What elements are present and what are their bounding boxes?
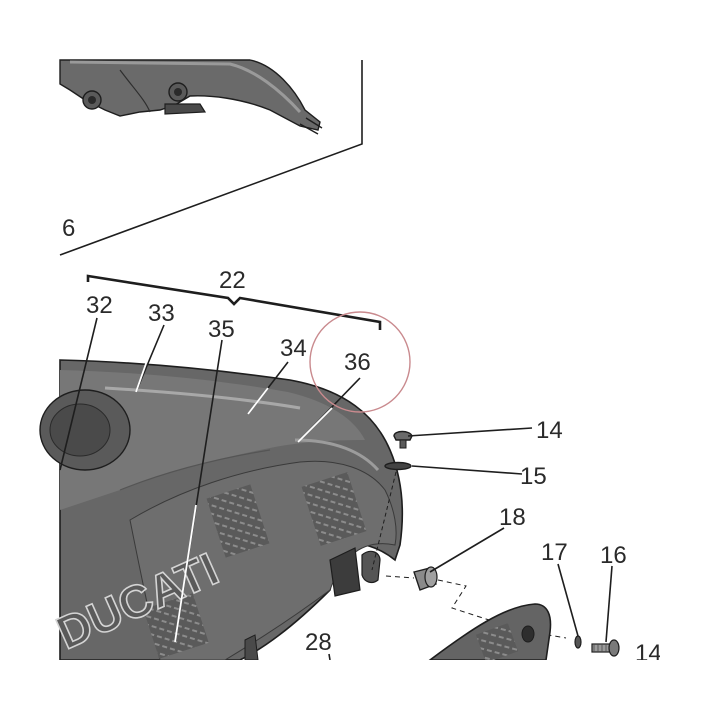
callout-14-top: 14 [536,417,563,444]
callout-28: 28 [305,629,332,656]
washer-17 [574,635,582,649]
callout-32: 32 [86,292,113,319]
callout-16: 16 [600,542,627,569]
bolt-16 [591,639,620,657]
tank-cover-body [39,359,404,660]
callout-22: 22 [219,267,246,294]
callout-36: 36 [344,349,371,376]
inset-bracket-part [59,59,323,135]
callout-35: 35 [208,316,235,343]
inset-border [59,60,363,256]
assembly-axis-horizontal [385,575,567,639]
inset-part-label: 6 [62,215,75,242]
callout-17: 17 [541,539,568,566]
screw-14-top [393,430,413,449]
callout-18: 18 [499,504,526,531]
callout-14-bottom: 14 [635,640,662,667]
washer-15 [384,461,412,471]
group-bracket-22 [86,274,382,330]
highlight-circle [309,311,411,413]
callout-15: 15 [520,463,547,490]
assembly-axis-vertical [371,471,397,571]
side-panel-lower [428,603,552,660]
leader-lines [59,317,613,660]
callout-34: 34 [280,335,307,362]
bushing-18 [413,566,438,591]
callout-33: 33 [148,300,175,327]
